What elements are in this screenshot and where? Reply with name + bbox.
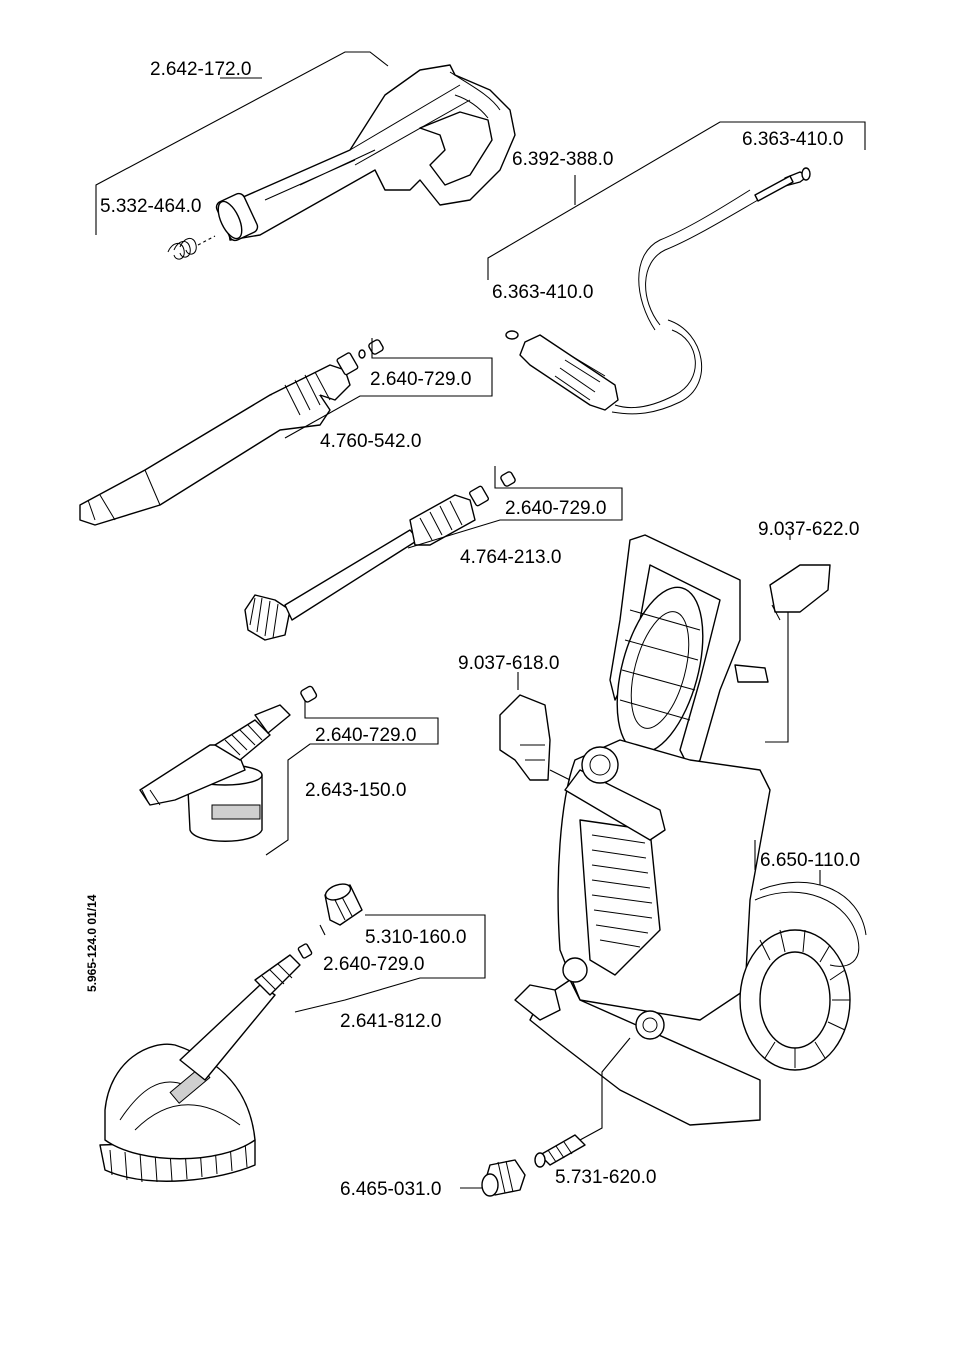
label-adapter: 5.310-160.0 — [365, 927, 466, 948]
label-garden-coupling: 6.465-031.0 — [340, 1179, 441, 1200]
label-nozzle-2: 2.640-729.0 — [505, 498, 606, 519]
cover-left-drawing — [499, 694, 551, 781]
label-oring-hose-left: 6.363-410.0 — [492, 282, 593, 303]
adapter-drawing — [324, 883, 363, 926]
pressure-washer-body-drawing — [514, 534, 867, 1126]
label-hose: 6.392-388.0 — [512, 149, 613, 170]
surface-brush-drawing — [99, 943, 313, 1183]
garden-coupling-drawing — [481, 1159, 526, 1197]
label-surface-brush: 2.641-812.0 — [340, 1011, 441, 1032]
foam-nozzle-drawing — [139, 685, 318, 842]
label-dirt-blaster: 4.764-213.0 — [460, 547, 561, 568]
label-cover-left: 9.037-618.0 — [458, 653, 559, 674]
trigger-gun-leader — [95, 51, 389, 235]
label-cover-right: 9.037-622.0 — [758, 519, 859, 540]
doc-number: 5.965-124.0 01/14 — [85, 894, 99, 992]
label-gun-spring: 5.332-464.0 — [100, 196, 201, 217]
cover-right-drawing — [769, 564, 831, 621]
label-trigger-gun: 2.642-172.0 — [150, 59, 251, 80]
label-hose-reel-set: 6.650-110.0 — [760, 850, 860, 871]
hose-drawing — [505, 167, 811, 415]
inlet-filter-drawing — [534, 1134, 586, 1168]
hose-leader — [487, 121, 866, 280]
label-nozzle-3: 2.640-729.0 — [315, 725, 416, 746]
label-oring-hose-right: 6.363-410.0 — [742, 129, 843, 150]
label-inlet-filter: 5.731-620.0 — [555, 1167, 656, 1188]
label-vario-lance: 4.760-542.0 — [320, 431, 421, 452]
label-foam-nozzle: 2.643-150.0 — [305, 780, 406, 801]
label-nozzle-4: 2.640-729.0 — [323, 954, 424, 975]
dirt-blaster-drawing — [244, 471, 516, 641]
gun-spring-drawing — [167, 235, 216, 260]
label-nozzle-1: 2.640-729.0 — [370, 369, 471, 390]
trigger-gun-drawing — [215, 64, 516, 242]
